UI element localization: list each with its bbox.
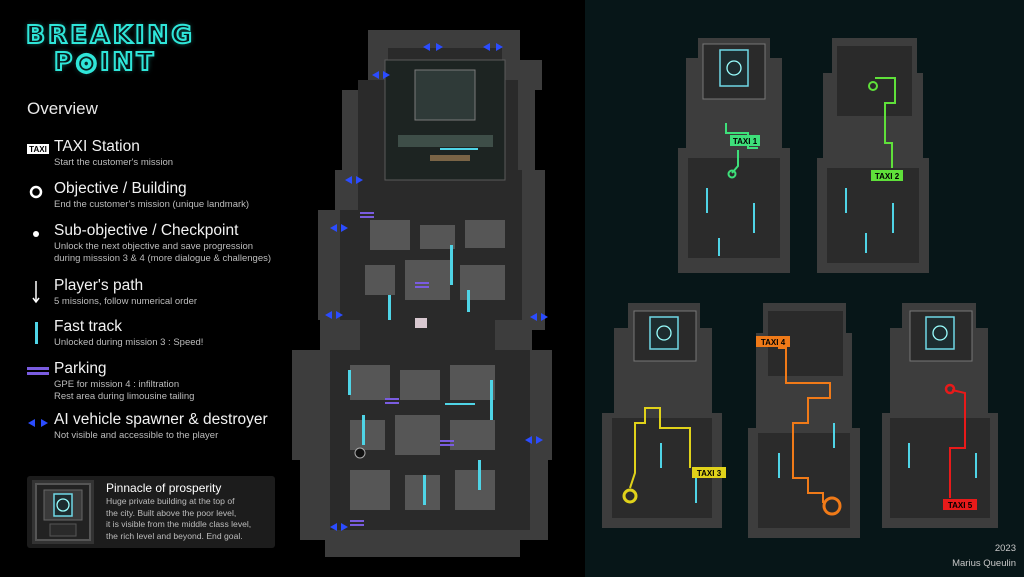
mission-map-2: TAXI 2 [817,38,929,273]
pinnacle-card: Pinnacle of prosperity Huge private buil… [27,476,275,548]
overview-title: Overview [27,99,98,118]
logo-line-1: BREAKING [25,20,195,49]
legend-desc: Not visible and accessible to the player [54,430,219,441]
sub-objective-dot-icon [33,231,39,237]
legend-title: Objective / Building [54,180,187,197]
taxi-4-label: TAXI 4 [761,338,786,347]
double-arrow-icon [28,419,48,427]
mission-map-1: TAXI 1 [678,38,790,273]
parking-icon [27,367,49,375]
logo-line-2: P◎INT [53,47,157,76]
game-logo: BREAKING P◎INT [25,20,196,76]
city-overview-map [292,30,552,557]
taxi-1-label: TAXI 1 [733,137,758,146]
legend-title: Player's path [54,277,144,294]
mission-map-3: TAXI 3 [602,303,726,528]
legend-title: Parking [54,360,107,377]
mission-map-5: TAXI 5 [882,303,998,528]
down-arrow-icon [32,281,40,304]
taxi-3-label: TAXI 3 [697,469,722,478]
legend-desc: 5 missions, follow numerical order [54,296,198,307]
taxi-2-label: TAXI 2 [875,172,900,181]
taxi-station-icon: TAXI [27,144,49,154]
legend-title: Sub-objective / Checkpoint [54,222,239,239]
legend-title: TAXI Station [54,138,140,155]
objective-ring-icon [29,185,43,199]
legend-title: AI vehicle spawner & destroyer [54,411,268,428]
legend-desc: Start the customer's mission [54,157,174,168]
legend-desc: End the customer's mission (unique landm… [54,199,250,210]
legend-desc: Unlocked during mission 3 : Speed! [54,337,204,348]
legend-title: Fast track [54,318,123,335]
mission-map-4: TAXI 4 [748,303,860,538]
credit-author: Marius Queulin [952,558,1016,569]
pinnacle-building-thumbnail [32,480,94,544]
svg-text:TAXI: TAXI [29,145,47,154]
legend-desc: Unlock the next objective and save progr… [54,241,272,264]
taxi-5-label: TAXI 5 [948,501,973,510]
credit-year: 2023 [994,543,1016,554]
fast-track-bar-icon [35,322,38,344]
pinnacle-title: Pinnacle of prosperity [106,481,222,495]
